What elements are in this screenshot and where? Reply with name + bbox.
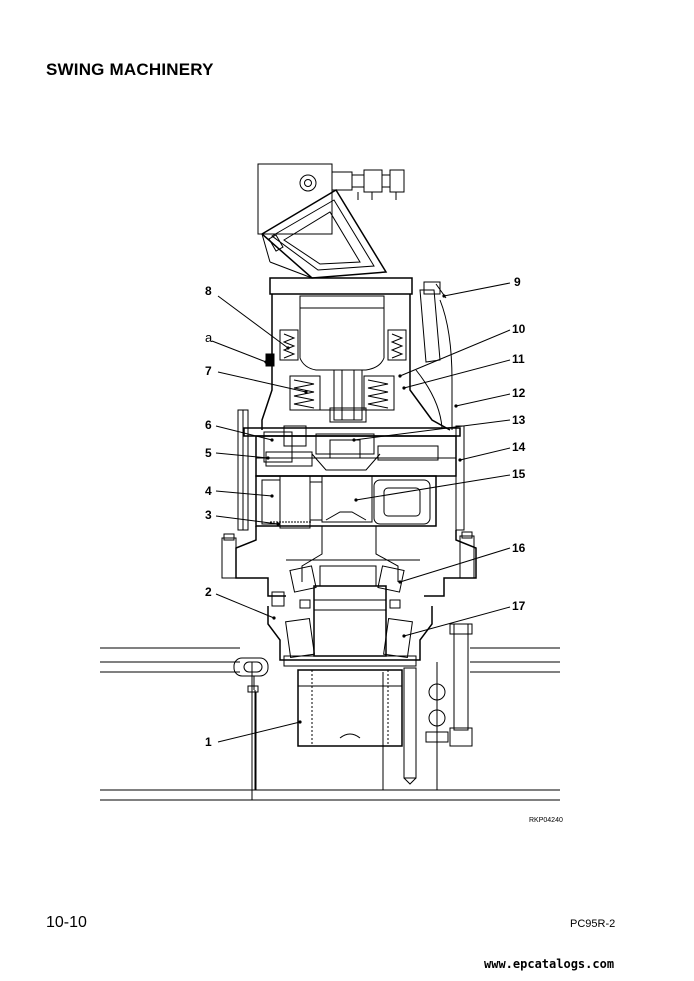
callout-11: 11: [512, 352, 525, 366]
base-frame: [100, 647, 560, 801]
callout-15: 15: [512, 467, 526, 481]
callout-17: 17: [512, 599, 526, 613]
callout-1: 1: [205, 735, 212, 749]
page-title: SWING MACHINERY: [46, 60, 214, 79]
watermark-link[interactable]: www.epcatalogs.com: [484, 957, 615, 971]
callout-10: 10: [512, 322, 526, 336]
figure-code: RKP04240: [529, 817, 563, 824]
lower-housing: [221, 526, 477, 597]
leader-arrowheads: [264, 294, 462, 724]
mounting-bolt: [403, 623, 473, 785]
output-shaft: [233, 585, 433, 790]
callout-6: 6: [205, 418, 212, 432]
callout-2: 2: [205, 585, 212, 599]
callout-12: 12: [512, 386, 526, 400]
callout-16: 16: [512, 541, 526, 555]
planetary-stage-2: [255, 475, 437, 529]
callout-a: a: [205, 330, 213, 345]
callouts: 8 a 7 6 5 4 3 2 1 9 10 11 12 13 14 15 16…: [205, 275, 526, 749]
callout-9: 9: [514, 275, 521, 289]
callout-8: 8: [205, 284, 212, 298]
upper-housing: [261, 277, 453, 431]
callout-4: 4: [205, 484, 212, 498]
callout-7: 7: [205, 364, 212, 378]
pinion: [297, 669, 403, 747]
leader-lines: [211, 282, 511, 743]
callout-5: 5: [205, 446, 212, 460]
page-number: 10-10: [46, 914, 87, 931]
callout-3: 3: [205, 508, 212, 522]
planetary-stage-1: [255, 425, 457, 477]
callout-13: 13: [512, 413, 526, 427]
model-name: PC95R-2: [570, 918, 616, 930]
hydraulic-motor: [257, 163, 405, 279]
callout-14: 14: [512, 440, 526, 454]
